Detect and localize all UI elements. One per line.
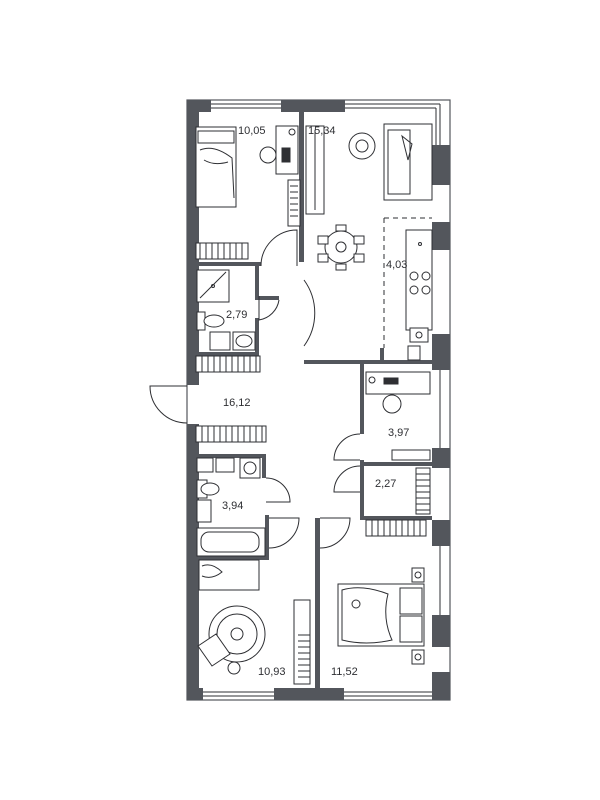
- room-area-kitchen: 4,03: [386, 259, 407, 271]
- kitchen-zone: [383, 217, 433, 361]
- room-area-bathroom-upper: 2,79: [226, 309, 247, 321]
- bottom-right-furniture: [337, 567, 425, 665]
- outer-walls: [187, 100, 450, 700]
- study-furniture: [365, 371, 431, 414]
- room-area-bathroom-lower: 3,94: [222, 500, 243, 512]
- area-labels: 10,05 15,34 4,03 2,79 16,12 3,97 2,27 3,…: [222, 125, 409, 678]
- bathroom-upper-fixtures: [196, 269, 256, 351]
- doors: [149, 229, 361, 549]
- room-area-bedroom-bottom-right: 11,52: [331, 666, 358, 678]
- bed-top: [195, 126, 237, 208]
- room-area-study: 3,97: [388, 427, 409, 439]
- desk-top: [259, 125, 301, 227]
- room-area-bedroom-bottom-left: 10,93: [258, 666, 286, 678]
- room-area-hallway: 16,12: [223, 397, 251, 409]
- bathroom-lower-fixtures: [196, 457, 266, 557]
- windows: [186, 99, 451, 701]
- room-area-living-room: 15,34: [308, 125, 336, 137]
- bottom-left-furniture: [197, 559, 266, 675]
- room-area-closet: 2,27: [375, 478, 396, 490]
- room-area-bedroom-top: 10,05: [238, 125, 266, 137]
- wardrobes: [195, 242, 431, 685]
- living-furniture: [305, 123, 433, 271]
- interior-walls: [199, 112, 432, 688]
